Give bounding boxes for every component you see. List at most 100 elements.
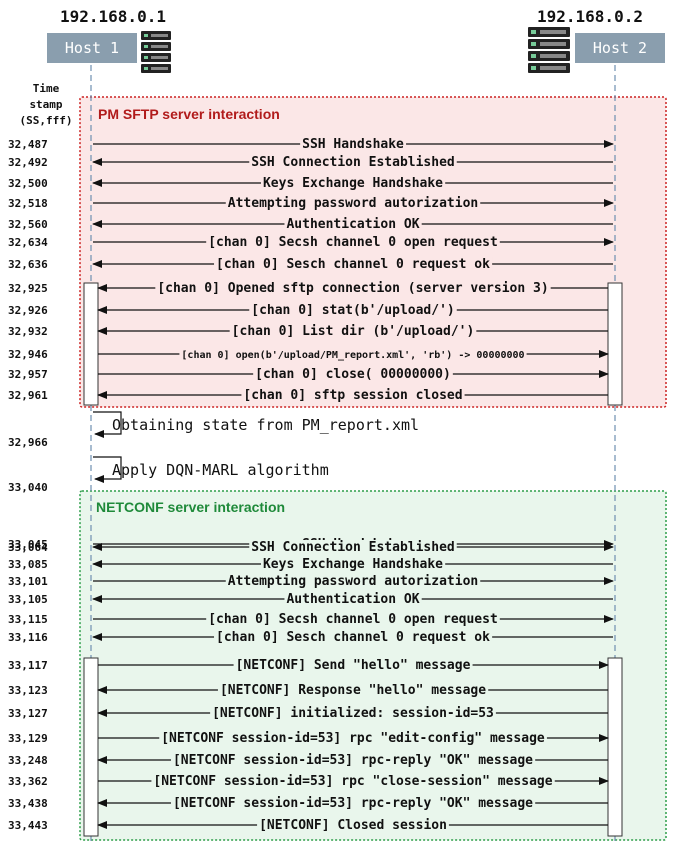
message: 33,127[NETCONF] initialized: session-id=… [8, 706, 608, 721]
self-message-label: Obtaining state from PM_report.xml [112, 416, 419, 434]
message-label-background [260, 557, 446, 572]
timestamp: 32,636 [8, 258, 48, 271]
message-label: SSH Connection Established [251, 155, 455, 170]
message-label: [NETCONF] Closed session [259, 818, 447, 833]
message: 32,487 SSH Handshake [8, 137, 614, 152]
timestamp: 32,932 [8, 325, 48, 338]
timestamp: 33,248 [8, 754, 48, 767]
timestamp: 32,926 [8, 304, 48, 317]
message: 33,085 Keys Exchange Handshake [8, 557, 613, 572]
message-label: [chan 0] Opened sftp connection (server … [157, 281, 548, 296]
timestamp: 33,105 [8, 593, 48, 606]
message: 33,438[NETCONF session-id=53] rpc-reply … [8, 796, 608, 811]
message-label-background [179, 350, 527, 361]
message: 32,957 [chan 0] close( 00000000) [8, 367, 609, 382]
timestamp-header-line-2: stamp [29, 98, 62, 111]
self-message-label: Apply DQN-MARL algorithm [112, 461, 329, 479]
message-label: [NETCONF] Send "hello" message [236, 658, 471, 673]
message-label: Keys Exchange Handshake [263, 557, 443, 572]
message-label-background [217, 683, 489, 698]
message-label-background [260, 176, 446, 191]
message-label-background [253, 367, 453, 382]
netconf-section-title: NETCONF server interaction [96, 499, 285, 515]
message-label-background [159, 731, 547, 746]
message-label-background [214, 257, 493, 272]
message: 32,925[chan 0] Opened sftp connection (s… [8, 281, 608, 296]
message-label-background [249, 303, 457, 318]
host-1-label: Host 1 [65, 39, 119, 57]
message: 33,123[NETCONF] Response "hello" message [8, 683, 608, 698]
message-label: Keys Exchange Handshake [263, 176, 443, 191]
message: 33,443[NETCONF] Closed session [8, 818, 608, 833]
timestamp: 32,957 [8, 368, 48, 381]
timestamp: 32,487 [8, 138, 48, 151]
message-label: [chan 0] Sesch channel 0 request ok [216, 257, 490, 272]
message: 33,117 [NETCONF] Send "hello" message [8, 658, 609, 673]
sftp-section-box [79, 96, 667, 408]
host-2-activation-bar [607, 282, 623, 406]
message-label-background [214, 630, 493, 645]
message-label-background [300, 137, 407, 152]
message: 32,518 Attempting password autorization [8, 196, 614, 211]
timestamp-header-line-1: Time [33, 82, 60, 95]
message-label-background [155, 281, 551, 296]
message-label: [chan 0] Secsh channel 0 open request [208, 612, 498, 627]
message-label: [chan 0] close( 00000000) [255, 367, 451, 382]
message-label-background [151, 774, 555, 789]
message-label: Attempting password autorization [228, 574, 478, 589]
timestamp: 33,129 [8, 732, 48, 745]
timestamp: 33,438 [8, 797, 48, 810]
message-label-background [206, 235, 500, 250]
message-label-background [229, 324, 477, 339]
host-2-label: Host 2 [593, 39, 647, 57]
timestamp: 33,117 [8, 659, 48, 672]
timestamp: 32,946 [8, 348, 48, 361]
message-label-background [249, 155, 457, 170]
message: 33,362 [NETCONF session-id=53] rpc "close… [8, 774, 609, 789]
message-label: [NETCONF] initialized: session-id=53 [212, 706, 494, 721]
message: 33,116 [chan 0] Sesch channel 0 request o… [8, 630, 613, 645]
timestamp: 33,040 [8, 481, 48, 494]
message-label: Attempting password autorization [228, 196, 478, 211]
self-message: 32,966 Obtaining state from PM_report.xml [8, 411, 419, 449]
message-label-background [225, 196, 481, 211]
message: 33,115[chan 0] Secsh channel 0 open requ… [8, 612, 614, 627]
timestamp: 32,961 [8, 389, 48, 402]
timestamp: 32,966 [8, 436, 48, 449]
timestamp: 32,518 [8, 197, 48, 210]
timestamp: 33,116 [8, 631, 48, 644]
message-label: [chan 0] sftp session closed [243, 388, 462, 403]
self-message-arrow [93, 456, 122, 483]
timestamp: 33,085 [8, 558, 48, 571]
message-label: [chan 0] Sesch channel 0 request ok [216, 630, 490, 645]
message-label-background [284, 592, 422, 607]
message: 32,932 [chan 0] List dir (b'/upload/') [8, 324, 608, 339]
message-label-background [225, 574, 481, 589]
server-rack-icon [141, 31, 171, 73]
sftp-section-title: PM SFTP server interaction [98, 106, 280, 122]
message: 32,961 [chan 0] sftp session closed [8, 388, 608, 403]
message-label: [chan 0] List dir (b'/upload/') [232, 324, 475, 339]
self-message-arrow [93, 411, 122, 438]
message-label: [NETCONF session-id=53] rpc "close-sessi… [153, 774, 552, 789]
timestamp-header-line-3: (SS,fff) [20, 114, 73, 127]
host-2-activation-bar [607, 657, 623, 837]
message-label: [chan 0] open(b'/upload/PM_report.xml', … [181, 350, 524, 361]
message-label: SSH Handshake [302, 137, 404, 152]
message-label-background [257, 818, 449, 833]
timestamp: 33,362 [8, 775, 48, 788]
message-label: Authentication OK [286, 217, 419, 232]
message-label-background [170, 796, 536, 811]
host-1-ip: 192.168.0.1 [60, 7, 166, 26]
message-label: [NETCONF] Response "hello" message [220, 683, 486, 698]
message-label: [chan 0] stat(b'/upload/') [251, 303, 455, 318]
message-label: [chan 0] Secsh channel 0 open request [208, 235, 498, 250]
server-rack-icon [528, 27, 570, 73]
timestamp: 32,500 [8, 177, 48, 190]
message: 33,129[NETCONF session-id=53] rpc "edit-… [8, 731, 609, 746]
